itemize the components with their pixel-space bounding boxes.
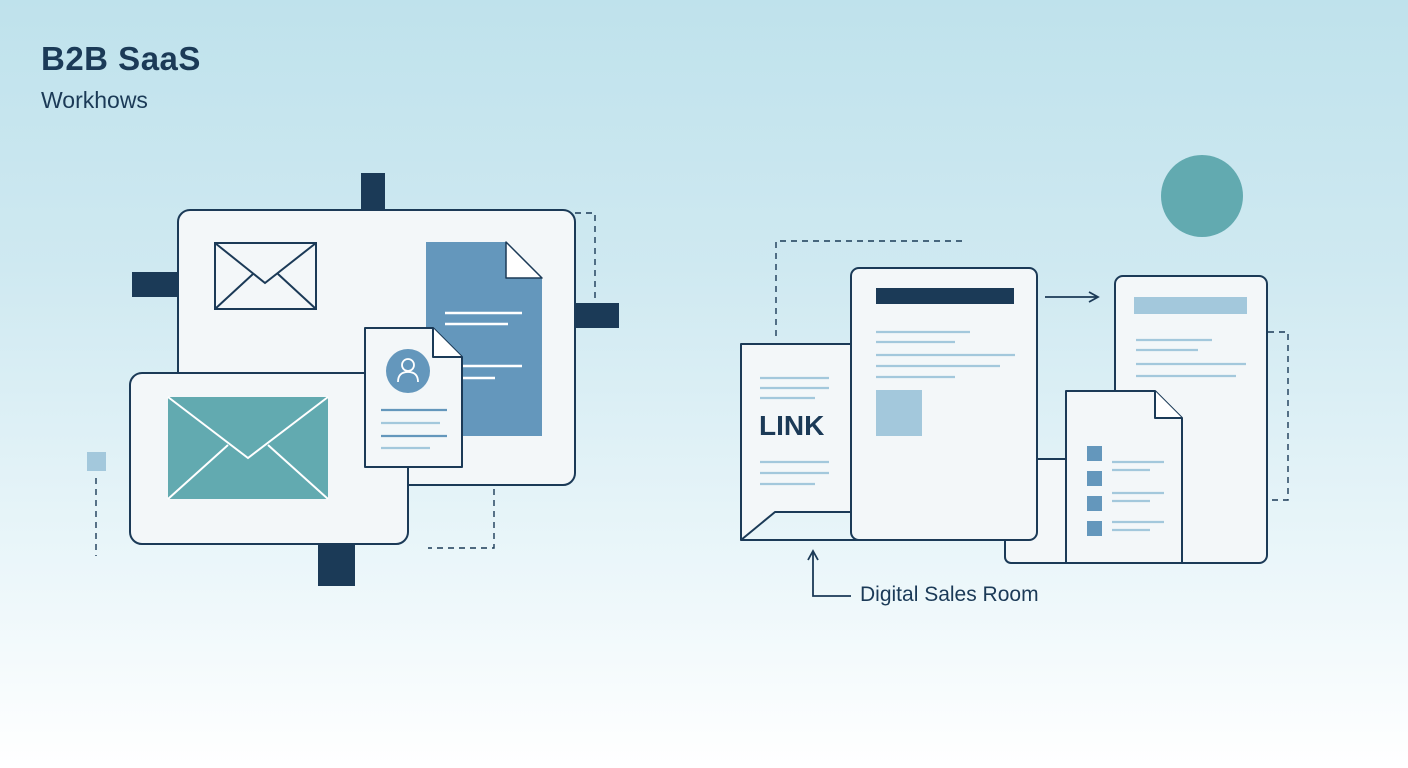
- link-panel: LINK: [740, 343, 1005, 541]
- left-workflow-group: [87, 173, 619, 586]
- link-label: LINK: [759, 410, 824, 441]
- circle-icon: [1161, 155, 1243, 237]
- main-document: [850, 267, 1038, 541]
- connector-square-right: [575, 303, 619, 328]
- dashed-guide-bottom: [428, 489, 495, 549]
- right-workflow-group: LINK: [740, 155, 1289, 597]
- envelope-teal-icon: [167, 396, 329, 500]
- connector-square-left: [132, 272, 178, 297]
- small-accent-square: [87, 452, 106, 471]
- envelope-outline-icon: [214, 242, 317, 310]
- page-title: B2B SaaS: [41, 40, 201, 77]
- dashed-guide-side: [1268, 331, 1289, 501]
- page-subtitle: Workhows: [41, 87, 148, 113]
- connector-square-bottom: [318, 544, 355, 586]
- user-icon: [386, 349, 430, 393]
- profile-document: [364, 327, 463, 468]
- digital-sales-room-caption: Digital Sales Room: [860, 583, 1039, 606]
- caption-arrow-icon: [807, 549, 851, 597]
- connector-square-top: [361, 173, 385, 210]
- dashed-guide-right: [575, 212, 596, 302]
- checklist-document: [1065, 390, 1183, 564]
